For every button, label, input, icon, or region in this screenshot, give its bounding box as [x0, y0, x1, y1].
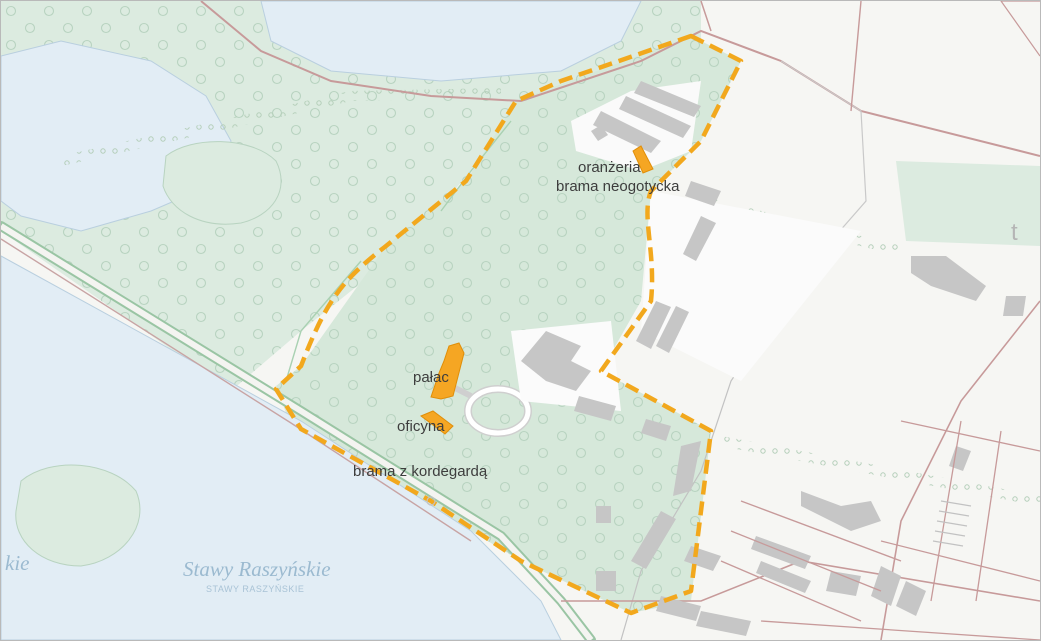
- label-palac: pałac: [413, 369, 449, 386]
- label-oranzeria: oranżeria: [578, 159, 641, 176]
- lake-subname: STAWY RASZYŃSKIE: [206, 584, 305, 594]
- protected-area-boundary[interactable]: [273, 33, 744, 616]
- lake-name: Stawy Raszyńskie: [183, 557, 331, 581]
- label-oficyna: oficyna: [397, 418, 445, 435]
- buildings-middle: [521, 301, 689, 441]
- path-east: [780, 60, 867, 242]
- annex-building[interactable]: [420, 410, 454, 435]
- lake-stawy-raszynskie: [1, 255, 562, 640]
- lake-island: [162, 141, 282, 225]
- road-north-stub: [700, 1, 712, 32]
- terrain-symbol-t: t: [1011, 219, 1018, 246]
- lake-name-fragment: kie: [5, 551, 30, 575]
- street-grid: [720, 420, 1040, 640]
- label-brama-neogotycka: brama neogotycka: [556, 178, 680, 195]
- dike-road: [1, 223, 594, 640]
- gate-symbol-icon: [426, 496, 436, 506]
- buildings-east: [911, 256, 1026, 316]
- tree-row-southeast: [720, 436, 1040, 506]
- road-corner: [1000, 1, 1040, 57]
- lake-south-island: [15, 464, 141, 567]
- buildings-south: [596, 441, 971, 636]
- dike-road-edge: [1, 238, 472, 542]
- driveway-oval-inner: [465, 386, 531, 436]
- park-path-west: [285, 260, 362, 382]
- lake-north: [260, 1, 642, 82]
- orangery-building[interactable]: [632, 145, 654, 174]
- park-path-north: [440, 120, 512, 212]
- tree-row-north: [59, 88, 502, 166]
- label-brama-z-kordegarda: brama z kordegardą: [353, 463, 488, 480]
- buildings-north: [591, 81, 721, 261]
- parking-stripes: [932, 500, 972, 547]
- meadow-east: [896, 161, 1040, 246]
- road-east-north: [850, 1, 862, 112]
- palace-building[interactable]: [430, 342, 465, 400]
- road-south: [561, 560, 1040, 602]
